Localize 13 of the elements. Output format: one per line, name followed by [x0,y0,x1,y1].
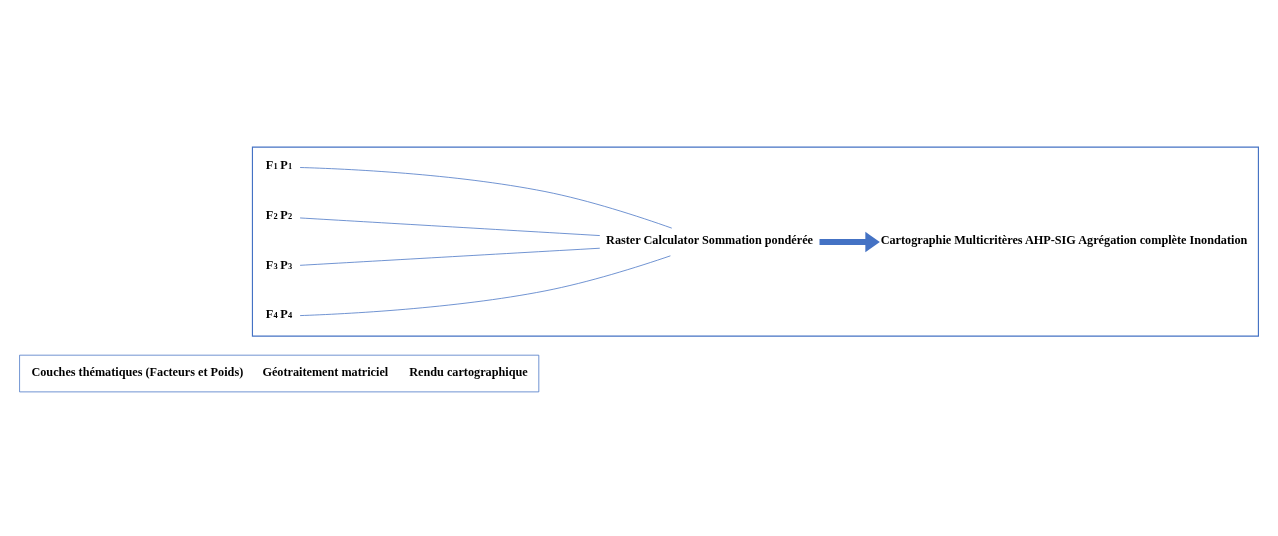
connector [299,255,671,316]
node-text: F2 P2 [265,207,293,222]
cluster [251,146,1259,337]
node-box: Couches thématiques (Facteurs et Poids) Géotraitement matriciel Rendu cartographique [19,354,540,393]
node-text: F4 P4 [265,307,293,322]
node-text: Raster Calculator Sommation pondérée [606,233,814,248]
node-text: Cartographie Multicritères AHP-SIG Agrégation complète Inondation [880,233,1248,248]
connector [299,217,601,236]
arrow [819,231,880,253]
connector [299,247,601,266]
node-text: F3 P3 [265,257,293,272]
connector [299,167,673,229]
node-text: F1 P1 [265,158,293,173]
